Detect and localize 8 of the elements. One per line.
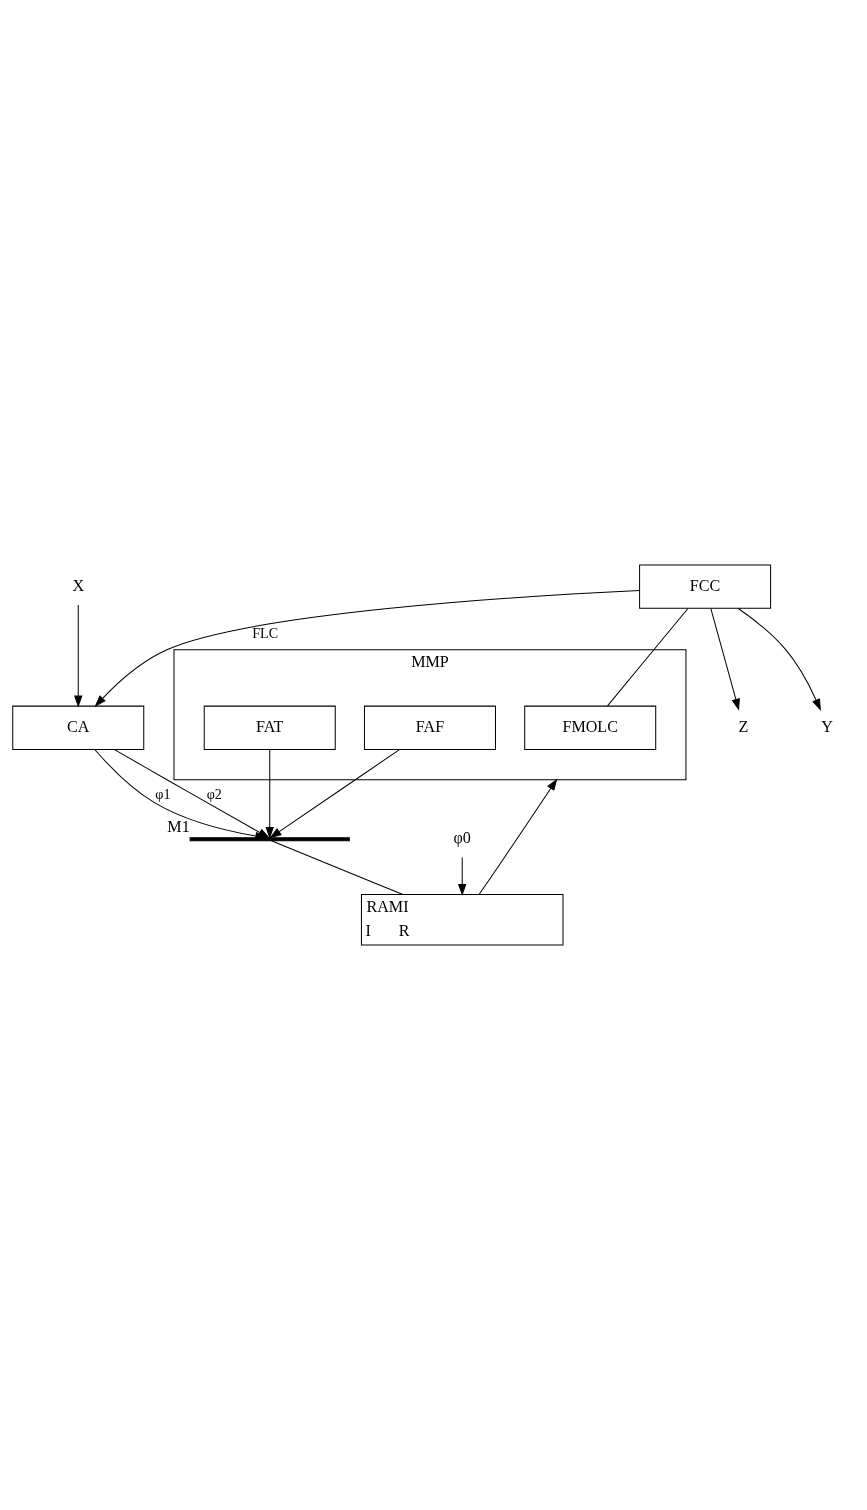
node-text: Z: [738, 717, 749, 735]
edge-label: FLC: [252, 624, 279, 641]
edge-label: φ1: [155, 786, 171, 803]
node-text: φ0: [453, 828, 471, 846]
node-label: M1: [167, 818, 190, 836]
node-text: Y: [821, 717, 833, 735]
node-text: X: [72, 576, 85, 594]
edge-label: φ2: [206, 786, 222, 803]
